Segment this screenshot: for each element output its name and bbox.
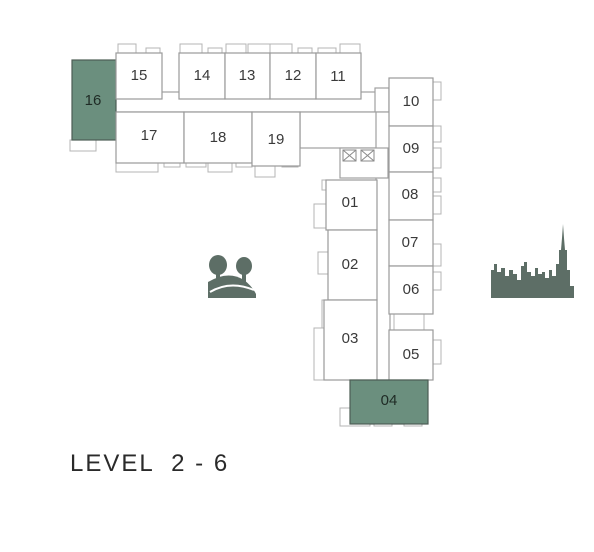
unit-label: 03 <box>342 330 359 347</box>
lift-core-icon <box>342 149 375 162</box>
unit-10[interactable]: 10 <box>388 77 434 127</box>
unit-02[interactable]: 02 <box>327 229 378 301</box>
unit-label: 10 <box>403 93 420 110</box>
unit-08[interactable]: 08 <box>388 171 434 221</box>
unit-09[interactable]: 09 <box>388 125 434 173</box>
unit-05[interactable]: 05 <box>388 329 434 381</box>
unit-label: 06 <box>403 281 420 298</box>
unit-label: 17 <box>141 127 158 144</box>
unit-17[interactable]: 17 <box>115 111 185 164</box>
unit-label: 12 <box>285 67 302 84</box>
unit-03[interactable]: 03 <box>323 299 378 381</box>
city-skyline-icon <box>491 224 574 298</box>
unit-04[interactable]: 04 <box>349 379 429 425</box>
unit-label: 01 <box>342 194 359 211</box>
unit-01[interactable]: 01 <box>325 179 378 231</box>
unit-12[interactable]: 12 <box>269 52 317 100</box>
unit-label: 08 <box>402 186 419 203</box>
unit-label: 19 <box>268 131 285 148</box>
units: 16 15 14 13 12 11 17 18 <box>71 52 434 425</box>
unit-11[interactable]: 11 <box>315 52 362 100</box>
unit-07[interactable]: 07 <box>388 219 434 267</box>
unit-15[interactable]: 15 <box>115 52 163 100</box>
unit-label: 15 <box>131 67 148 84</box>
unit-label: 11 <box>330 68 346 85</box>
unit-label: 02 <box>342 256 359 273</box>
floor-level-label: LEVEL 2 - 6 <box>70 450 230 477</box>
unit-label: 16 <box>85 92 102 109</box>
unit-label: 05 <box>403 346 420 363</box>
unit-label: 09 <box>403 140 420 157</box>
unit-label: 07 <box>402 234 419 251</box>
unit-16[interactable]: 16 <box>71 59 117 141</box>
unit-label: 18 <box>210 129 227 146</box>
unit-19[interactable]: 19 <box>251 111 301 167</box>
unit-18[interactable]: 18 <box>183 111 253 164</box>
unit-label: 14 <box>194 67 211 84</box>
unit-label: 04 <box>381 392 398 409</box>
unit-14[interactable]: 14 <box>178 52 226 100</box>
unit-06[interactable]: 06 <box>388 265 434 315</box>
unit-label: 13 <box>239 67 256 84</box>
unit-13[interactable]: 13 <box>224 52 271 100</box>
park-trees-icon <box>208 255 256 298</box>
